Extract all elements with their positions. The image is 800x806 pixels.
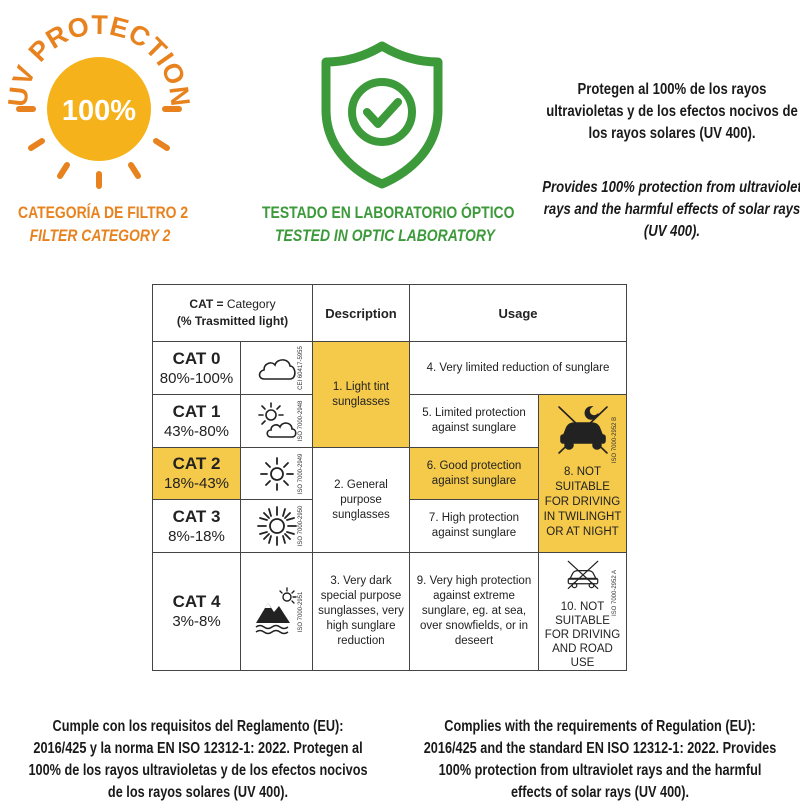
sun-cloud-icon-cell: ISO 7000-2948 — [240, 394, 313, 448]
lab-tested-es: TESTADO EN LABORATORIO ÓPTICO — [262, 203, 515, 222]
description-2: 2. General purpose sunglasses — [312, 447, 410, 553]
protection-text-es: Protegen al 100% de los rayos ultraviole… — [546, 81, 798, 142]
no-driving-icon — [567, 560, 598, 590]
cat3-cell: CAT 3 8%-18% — [152, 499, 241, 553]
warning-8: 8. NOT SUITABLE FOR DRIVING IN TWILINGHT… — [538, 394, 627, 553]
strong-sun-icon-cell: ISO 7000-2950 — [240, 499, 313, 553]
mountain-sea-sun-icon-cell: ISO 7000-2951 — [240, 552, 313, 671]
header-category: CAT = Category (% Trasmitted light) — [152, 284, 313, 342]
sun-rays — [16, 106, 182, 189]
cat2-cell: CAT 2 18%-43% — [152, 447, 241, 500]
filter-category-en: FILTER CATEGORY 2 — [29, 226, 171, 245]
uv-protection-badge: UV PROTECTION 100% — [5, 10, 190, 189]
mountain-sea-sun-icon — [255, 586, 297, 634]
filter-category-es: CATEGORÍA DE FILTRO 2 — [18, 203, 189, 222]
no-night-driving-icon — [557, 406, 608, 454]
lab-tested-en: TESTED IN OPTIC LABORATORY — [275, 226, 495, 245]
compliance-text-es: Cumple con los requisitos del Reglamento… — [28, 718, 368, 801]
sun-icon — [259, 456, 294, 491]
cloud-icon-cell: CEI 60417-5955 — [240, 341, 313, 395]
header-usage: Usage — [409, 284, 627, 342]
strong-sun-icon — [256, 506, 297, 546]
usage-9: 9. Very high protection against extreme … — [409, 552, 539, 671]
warning-8-text: 8. NOT SUITABLE FOR DRIVING IN TWILINGHT… — [543, 466, 622, 538]
usage-4: 4. Very limited reduction of sunglare — [409, 341, 627, 395]
cat0-cell: CAT 0 80%-100% — [152, 341, 241, 395]
cat1-cell: CAT 1 43%-80% — [152, 394, 241, 448]
sun-icon-cell: ISO 7000-2949 — [240, 447, 313, 500]
sun-circle — [47, 57, 151, 161]
description-1: 1. Light tint sunglasses — [312, 341, 410, 448]
compliance-text-en: Complies with the requirements of Regula… — [423, 718, 777, 801]
warning-10: 10. NOT SUITABLE FOR DRIVING AND ROAD US… — [538, 552, 627, 671]
uv-percent: 100% — [62, 95, 136, 127]
description-3: 3. Very dark special purpose sunglasses,… — [312, 552, 410, 671]
cat4-cell: CAT 4 3%-8% — [152, 552, 241, 671]
shield-check-icon — [321, 41, 443, 189]
sun-cloud-icon — [257, 402, 297, 438]
protection-text-en: Provides 100% protection from ultraviole… — [542, 179, 800, 240]
warning-10-text: 10. NOT SUITABLE FOR DRIVING AND ROAD US… — [544, 601, 621, 669]
cloud-icon — [258, 359, 296, 380]
usage-5: 5. Limited protection against sunglare — [409, 394, 539, 448]
header-description: Description — [312, 284, 410, 342]
usage-6: 6. Good protection against sunglare — [409, 447, 539, 500]
usage-7: 7. High protection against sunglare — [409, 499, 539, 553]
filter-category-table: CAT = Category (% Trasmitted light) Desc… — [152, 284, 627, 671]
